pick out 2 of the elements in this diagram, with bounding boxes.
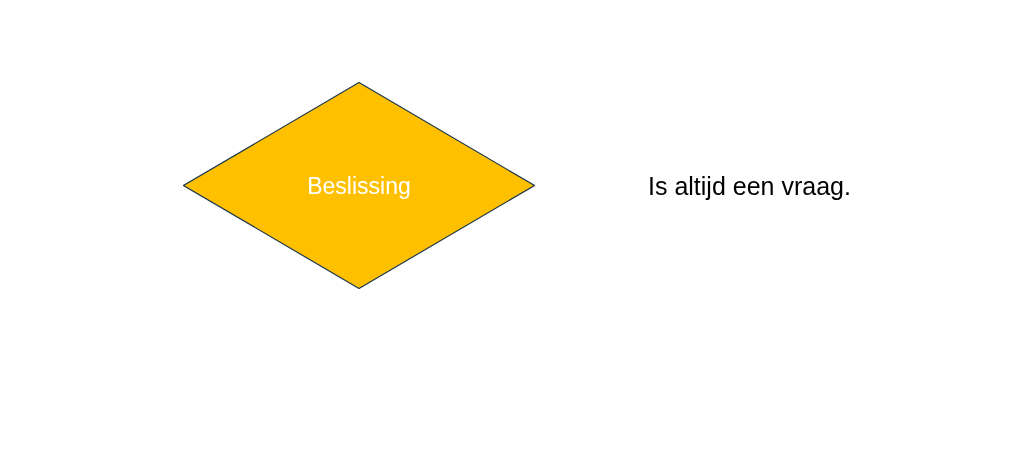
note-text: Is altijd een vraag.: [648, 172, 851, 201]
node-label: Beslissing: [307, 172, 411, 199]
